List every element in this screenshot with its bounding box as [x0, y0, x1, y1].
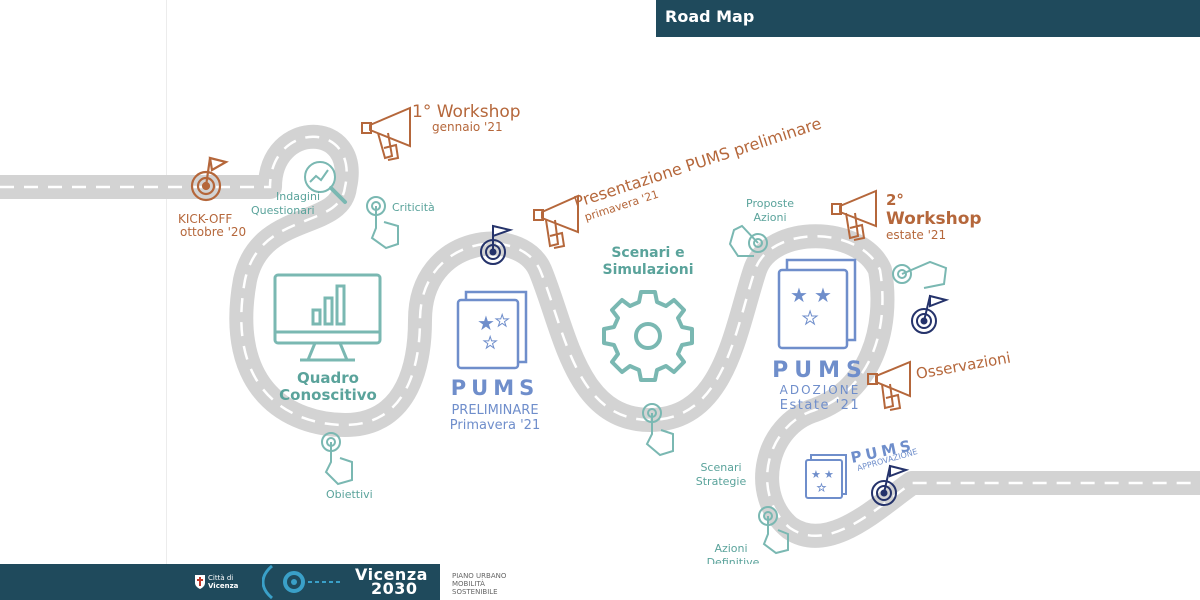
desc-line3: SOSTENIBILE — [452, 588, 498, 596]
megaphone-icon — [533, 194, 579, 249]
pums-document-icon: ★ ★ ★ — [777, 258, 857, 350]
svg-text:★: ★ — [814, 283, 832, 307]
quadro-label-line1: Quadro — [297, 369, 359, 387]
flag-target-icon — [871, 464, 910, 506]
svg-text:★: ★ — [811, 468, 821, 481]
workshop1-label: 1° Workshop — [412, 102, 521, 122]
workshop2-label-line2: Workshop — [886, 209, 982, 229]
indagini-label-line2: Questionari — [251, 204, 315, 217]
svg-text:★: ★ — [483, 333, 497, 352]
criticita-label: Criticità — [392, 201, 435, 214]
scenari-simulazioni-line2: Simulazioni — [602, 262, 693, 278]
svg-text:★: ★ — [477, 311, 495, 335]
flag-target-icon — [911, 294, 950, 334]
city-name: Città di Vicenza — [208, 574, 238, 590]
megaphone-icon — [867, 360, 911, 411]
svg-text:★: ★ — [790, 283, 808, 307]
proposte-label-line1: Proposte — [746, 197, 794, 210]
page-title: Road Map — [665, 7, 755, 26]
plan-description: PIANO URBANO MOBILITÀ SOSTENIBILE — [452, 572, 506, 596]
indagini-label-line1: Indagini — [276, 190, 320, 203]
svg-text:★: ★ — [824, 468, 834, 481]
tap-hand-icon — [642, 403, 674, 457]
workshop1-date: gennaio '21 — [432, 120, 503, 134]
city-line1: Città di — [208, 574, 234, 582]
pums-document-icon: ★ ★ ★ — [805, 454, 847, 499]
kickoff-label: KICK-OFF — [178, 212, 232, 226]
kickoff-target-icon — [190, 156, 229, 202]
brand-logo-icon — [262, 564, 340, 600]
svg-text:★: ★ — [802, 308, 818, 329]
monitor-chart-icon — [273, 273, 382, 362]
desc-line1: PIANO URBANO — [452, 572, 507, 580]
megaphone-icon — [361, 106, 411, 161]
pums-adozione-title: PUMS — [772, 358, 868, 383]
osservazioni-label: Osservazioni — [915, 349, 1012, 383]
pums-preliminare-line2: Primavera '21 — [450, 418, 540, 433]
page-title-bar: Road Map — [656, 0, 1200, 37]
workshop2-date: estate '21 — [886, 228, 946, 242]
tap-hand-icon — [321, 432, 353, 486]
azioni-definitive-line1: Azioni — [714, 542, 747, 555]
brand-line2: 2030 — [371, 579, 418, 598]
azioni-definitive-line2: Definitive — [707, 556, 760, 564]
road-map-diagram: KICK-OFF ottobre '20 Indagini Questionar… — [0, 102, 1200, 564]
pums-document-icon: ★ ★ ★ — [456, 290, 528, 370]
gear-icon — [602, 290, 694, 382]
scenari-strategie-line2: Strategie — [696, 475, 747, 488]
city-crest-icon — [195, 575, 205, 589]
tap-hand-icon — [366, 196, 399, 250]
desc-line2: MOBILITÀ — [452, 580, 485, 588]
svg-text:★: ★ — [495, 311, 509, 330]
flag-target-icon — [480, 224, 514, 265]
brand-line1: Vicenza — [355, 565, 428, 584]
scenari-strategie-line1: Scenari — [700, 461, 741, 474]
tap-hand-icon — [892, 260, 948, 289]
divider — [166, 0, 167, 564]
pums-adozione-line1: ADOZIONE — [780, 383, 861, 397]
megaphone-icon — [831, 189, 877, 241]
tap-hand-icon — [758, 506, 789, 555]
pums-adozione-line2: Estate '21 — [780, 398, 860, 413]
kickoff-date: ottobre '20 — [180, 225, 246, 239]
magnifier-icon — [304, 161, 347, 204]
tap-hand-icon — [728, 224, 768, 257]
footer-bar — [0, 564, 440, 600]
quadro-label-line2: Conoscitivo — [279, 386, 377, 404]
svg-text:★: ★ — [817, 483, 826, 494]
proposte-label-line2: Azioni — [753, 211, 786, 224]
pums-preliminare-title: PUMS — [451, 376, 539, 400]
obiettivi-label: Obiettivi — [326, 488, 373, 501]
city-line2: Vicenza — [208, 582, 239, 590]
scenari-simulazioni-line1: Scenari e — [611, 245, 684, 261]
workshop2-label-line1: 2° — [886, 191, 904, 209]
pums-preliminare-line1: PRELIMINARE — [451, 403, 538, 418]
brand-logo: Vicenza 2030 — [355, 565, 428, 598]
